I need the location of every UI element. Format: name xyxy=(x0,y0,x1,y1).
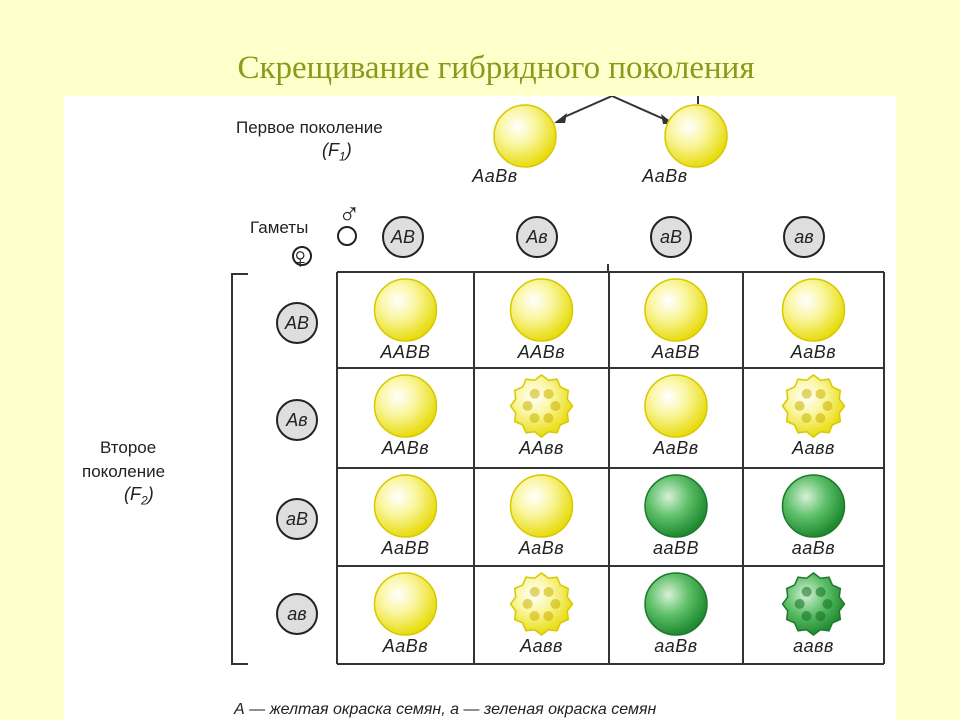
f1-label: Первое поколение xyxy=(236,118,383,137)
f2-genotype: AaBв xyxy=(382,636,429,656)
f2-seed xyxy=(781,572,846,636)
f2-seed xyxy=(373,278,438,342)
f2-seed-spot xyxy=(529,413,540,423)
diagram-art xyxy=(231,96,885,665)
f2-notation: (F2) xyxy=(124,484,154,508)
f2-seed-spot xyxy=(794,400,805,411)
f2-genotype: AABB xyxy=(380,342,431,362)
female-gamete: Aв xyxy=(276,399,318,441)
male-gamete: ав xyxy=(783,216,825,258)
f2-seed-spot xyxy=(801,611,812,621)
f2-genotype: AABв xyxy=(517,342,566,362)
f2-label-line1: Второе xyxy=(100,438,157,457)
f2-seed-spot xyxy=(801,413,812,423)
f2-seed xyxy=(373,374,438,438)
f2-seed-spot xyxy=(822,599,833,609)
f1-seed xyxy=(493,104,557,168)
male-gamete: AB xyxy=(382,216,424,258)
f2-seed-spot xyxy=(529,388,540,399)
f2-seed-spot xyxy=(815,611,826,622)
arrow-line xyxy=(611,96,667,121)
f2-seed xyxy=(373,572,438,636)
f1-seed xyxy=(664,104,728,168)
f2-seed xyxy=(781,474,846,538)
f2-seed-spot xyxy=(801,586,812,597)
f2-seed-spot xyxy=(815,389,826,399)
f2-genotype: Aaвв xyxy=(520,636,563,656)
f2-genotype: AaBв xyxy=(790,342,837,362)
f2-seed-spot xyxy=(543,389,554,399)
grid-lines xyxy=(231,96,885,665)
legend-footer: А — желтая окраска семян, а — зеленая ок… xyxy=(234,701,657,718)
male-gamete: Aв xyxy=(516,216,558,258)
f2-seed xyxy=(373,474,438,538)
f2-genotype: aaвв xyxy=(793,636,834,656)
slide-title: Скрещивание гибридного поколения xyxy=(237,50,755,86)
f2-seed xyxy=(644,278,708,342)
f2-genotype: AaBв xyxy=(518,538,565,558)
f1-parent-genotype: AaBв xyxy=(472,166,518,186)
female-gamete: aB xyxy=(276,498,318,540)
seed-layer xyxy=(373,104,846,636)
male-symbol-icon: ♂ xyxy=(338,198,361,231)
f1-notation: (F1) xyxy=(322,140,352,164)
f2-seed-spot xyxy=(543,587,554,597)
f2-seed xyxy=(509,572,574,636)
female-gamete: AB xyxy=(276,302,318,344)
f2-seed xyxy=(509,278,574,342)
f2-seed xyxy=(644,374,708,438)
f2-seed-spot xyxy=(815,587,826,597)
male-circle xyxy=(337,226,357,246)
f2-genotype: AaBB xyxy=(381,538,430,558)
f2-seed-spot xyxy=(529,586,540,597)
f2-seed-spot xyxy=(543,413,554,424)
f2-genotype: Aaвв xyxy=(792,438,835,458)
f2-seed-spot xyxy=(522,598,533,609)
f2-seed xyxy=(509,474,574,538)
female-gamete: ав xyxy=(276,593,318,635)
f2-seed-spot xyxy=(815,413,826,424)
f2-seed xyxy=(509,374,574,438)
f2-seed xyxy=(644,474,708,538)
f2-seed-spot xyxy=(801,388,812,399)
f1-parent-genotype: AaBв xyxy=(642,166,688,186)
f2-seed-spot xyxy=(522,400,533,411)
f2-seed-spot xyxy=(822,401,833,411)
f2-bracket xyxy=(231,273,248,665)
gametes-label: Гаметы xyxy=(250,218,309,237)
arrow-head xyxy=(554,113,567,123)
f2-seed xyxy=(644,572,708,636)
arrow-line xyxy=(561,96,613,119)
female-symbol-icon: ♀ xyxy=(289,242,312,275)
f2-seed-spot xyxy=(529,611,540,621)
f2-seed xyxy=(781,278,846,342)
female-circle xyxy=(292,246,312,266)
f2-genotype: AaBB xyxy=(651,342,701,362)
punnett-panel: Первое поколение (F1) AaBв AaBв Гаметы ♂… xyxy=(64,96,896,720)
f2-genotype: aaBв xyxy=(654,636,698,656)
f2-genotype: AAвв xyxy=(519,438,564,458)
f2-seed-spot xyxy=(543,611,554,622)
f2-genotype: aaBB xyxy=(652,538,700,558)
f2-seed-spot xyxy=(550,401,561,411)
f2-label-line2: поколение xyxy=(82,462,166,481)
male-gamete: aB xyxy=(650,216,692,258)
f2-genotype: AaBв xyxy=(653,438,699,458)
f2-seed-spot xyxy=(794,598,805,609)
f2-genotype: aaBв xyxy=(791,538,836,558)
f2-seed-spot xyxy=(550,599,561,609)
f2-seed xyxy=(781,374,846,438)
f2-genotype: AABв xyxy=(381,438,430,458)
